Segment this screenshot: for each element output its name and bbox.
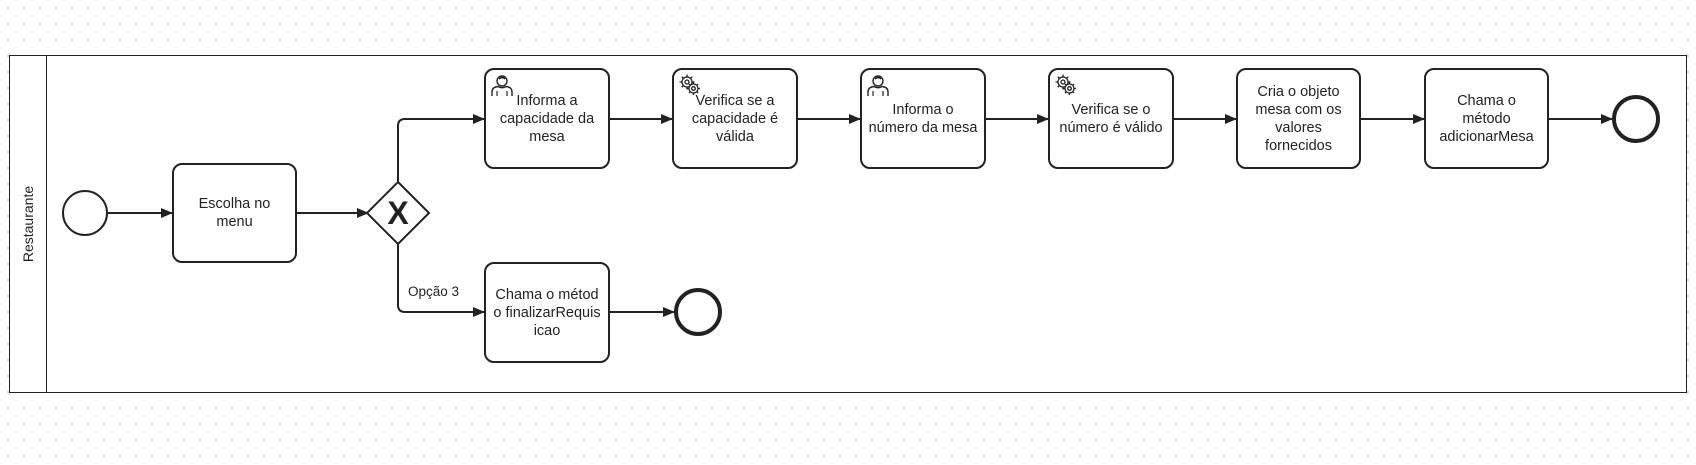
- exclusive-gateway[interactable]: X: [365, 180, 431, 246]
- task-label: Cria o objeto mesa com os valores fornec…: [1255, 83, 1342, 154]
- task-inform-capacity[interactable]: Informa a capacidade da mesa: [484, 68, 610, 169]
- gateway-symbol: X: [387, 195, 409, 231]
- task-label: Verifica se o número é válido: [1059, 101, 1163, 136]
- start-event[interactable]: [62, 190, 108, 236]
- pool-label-area: [9, 55, 47, 393]
- task-inform-number[interactable]: Informa o número da mesa: [860, 68, 986, 169]
- user-icon: [491, 75, 513, 96]
- task-call-finalize[interactable]: Chama o método finalizarRequisicao: [484, 262, 610, 363]
- flow-gateway-to-capacity: [397, 114, 485, 182]
- flow-gateway-to-finalize: [397, 244, 485, 317]
- task-call-add[interactable]: Chama o método adicionarMesa: [1424, 68, 1549, 169]
- user-icon: [867, 75, 889, 96]
- task-label: Verifica se a capacidade é válida: [691, 92, 779, 145]
- task-verify-number[interactable]: Verifica se o número é válido: [1048, 68, 1174, 169]
- end-event-finalize[interactable]: [674, 288, 722, 336]
- task-label: Informa o número da mesa: [868, 101, 978, 136]
- task-verify-capacity[interactable]: Verifica se a capacidade é válida: [672, 68, 798, 169]
- end-event-main[interactable]: [1612, 95, 1660, 143]
- gear-icon: [679, 74, 700, 95]
- task-create-table[interactable]: Cria o objeto mesa com os valores fornec…: [1236, 68, 1361, 169]
- gear-icon: [1055, 74, 1076, 95]
- task-label: Escolha no menu: [198, 196, 271, 230]
- task-label: Informa a capacidade da mesa: [499, 92, 595, 145]
- flow-label-option3: Opção 3: [408, 284, 460, 299]
- task-label: Chama o método finalizarRequisicao: [493, 286, 601, 339]
- task-label: Chama o método adicionarMesa: [1439, 92, 1534, 145]
- task-choose-menu[interactable]: Escolha no menu: [172, 163, 297, 263]
